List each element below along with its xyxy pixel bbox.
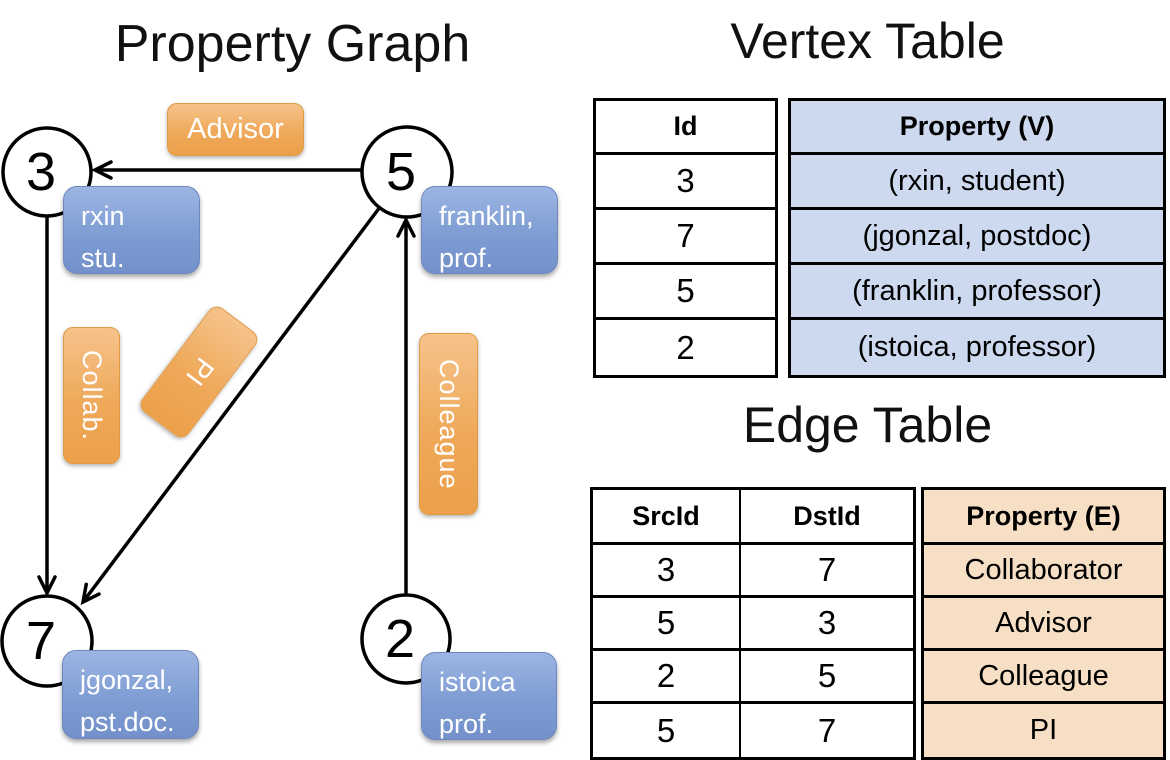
- edge-table-cell-dst: 3: [741, 598, 913, 651]
- edge-table-cell-property: Advisor: [924, 598, 1163, 651]
- vertex-table-header-id: Id: [596, 101, 775, 155]
- node-id-2: 2: [384, 609, 416, 669]
- edge-arrow-5-7: [80, 205, 382, 606]
- property-graph-title: Property Graph: [114, 15, 471, 73]
- vertex-table-property-column: Property (V) (rxin, student) (jgonzal, p…: [788, 98, 1166, 378]
- vertex-prop-box-2: istoica prof.: [421, 652, 557, 740]
- edge-label-pi-text: PI: [179, 352, 220, 393]
- edge-table-cell-src: 2: [593, 651, 741, 704]
- edge-table-cell-dst: 5: [741, 651, 913, 704]
- vertex-prop-5-line2: prof.: [439, 242, 494, 273]
- edge-table-cell-property: PI: [924, 704, 1163, 757]
- vertex-prop-box-7: jgonzal, pst.doc.: [62, 650, 199, 739]
- vertex-table-cell-property: (jgonzal, postdoc): [791, 210, 1163, 265]
- edge-table-header-row: SrcId DstId: [593, 490, 913, 545]
- edge-table-cell-property: Colleague: [924, 651, 1163, 704]
- vertex-prop-7-line1: jgonzal,: [80, 665, 174, 695]
- vertex-table-cell-property: (franklin, professor): [791, 265, 1163, 320]
- edge-label-advisor-text: Advisor: [187, 113, 284, 145]
- edge-table-cell-property: Collaborator: [924, 545, 1163, 598]
- edge-table-property-column: Property (E) Collaborator Advisor Collea…: [921, 487, 1166, 760]
- node-id-3: 3: [25, 142, 57, 202]
- edge-table-header-srcid: SrcId: [593, 490, 741, 545]
- vertex-table-cell-id: 3: [596, 155, 775, 210]
- vertex-table-cell-id: 7: [596, 210, 775, 265]
- vertex-prop-box-3: rxin stu.: [63, 186, 200, 274]
- edge-table-cell-src: 3: [593, 545, 741, 598]
- edge-table-row: 5 3: [593, 598, 913, 651]
- edge-table-row: 2 5: [593, 651, 913, 704]
- edge-label-collab-text: Collab.: [77, 349, 107, 442]
- edge-label-collab: Collab.: [63, 327, 120, 464]
- vertex-table-cell-property: (rxin, student): [791, 155, 1163, 210]
- edge-label-colleague-text: Colleague: [434, 358, 464, 490]
- node-id-5: 5: [385, 142, 417, 202]
- edge-table-cell-dst: 7: [741, 545, 913, 598]
- edge-table-id-columns: SrcId DstId 3 7 5 3 2 5 5 7: [590, 487, 916, 760]
- vertex-table-cell-id: 2: [676, 328, 695, 366]
- edge-label-advisor: Advisor: [167, 103, 304, 156]
- vertex-prop-3-line2: stu.: [81, 242, 125, 273]
- edge-table-cell-src: 5: [593, 704, 741, 757]
- edge-table-title: Edge Table: [742, 397, 993, 453]
- vertex-prop-3-line1: rxin: [81, 201, 125, 231]
- vertex-prop-5-line1: franklin,: [439, 201, 534, 231]
- edge-table-header-property: Property (E): [924, 490, 1163, 545]
- edge-table-cell-src: 5: [593, 598, 741, 651]
- vertex-prop-7-line2: pst.doc.: [80, 706, 175, 737]
- edge-table-row: 3 7: [593, 545, 913, 598]
- vertex-table-cell-property: (istoica, professor): [791, 320, 1163, 375]
- vertex-table-cell-id: 5: [596, 265, 775, 320]
- edge-table-cell-dst: 7: [817, 711, 837, 749]
- edge-table-header-dstid: DstId: [741, 490, 913, 545]
- vertex-prop-2-line1: istoica: [439, 667, 516, 697]
- edge-table-row: 5 7: [593, 704, 913, 757]
- vertex-prop-box-5: franklin, prof.: [421, 186, 558, 274]
- edge-label-colleague: Colleague: [419, 333, 478, 515]
- vertex-table-header-property: Property (V): [791, 101, 1163, 155]
- vertex-table-title: Vertex Table: [730, 13, 1005, 69]
- node-id-7: 7: [25, 611, 57, 671]
- vertex-prop-2-line2: prof.: [439, 708, 494, 739]
- vertex-table-id-column: Id 3 7 5 2: [593, 98, 778, 378]
